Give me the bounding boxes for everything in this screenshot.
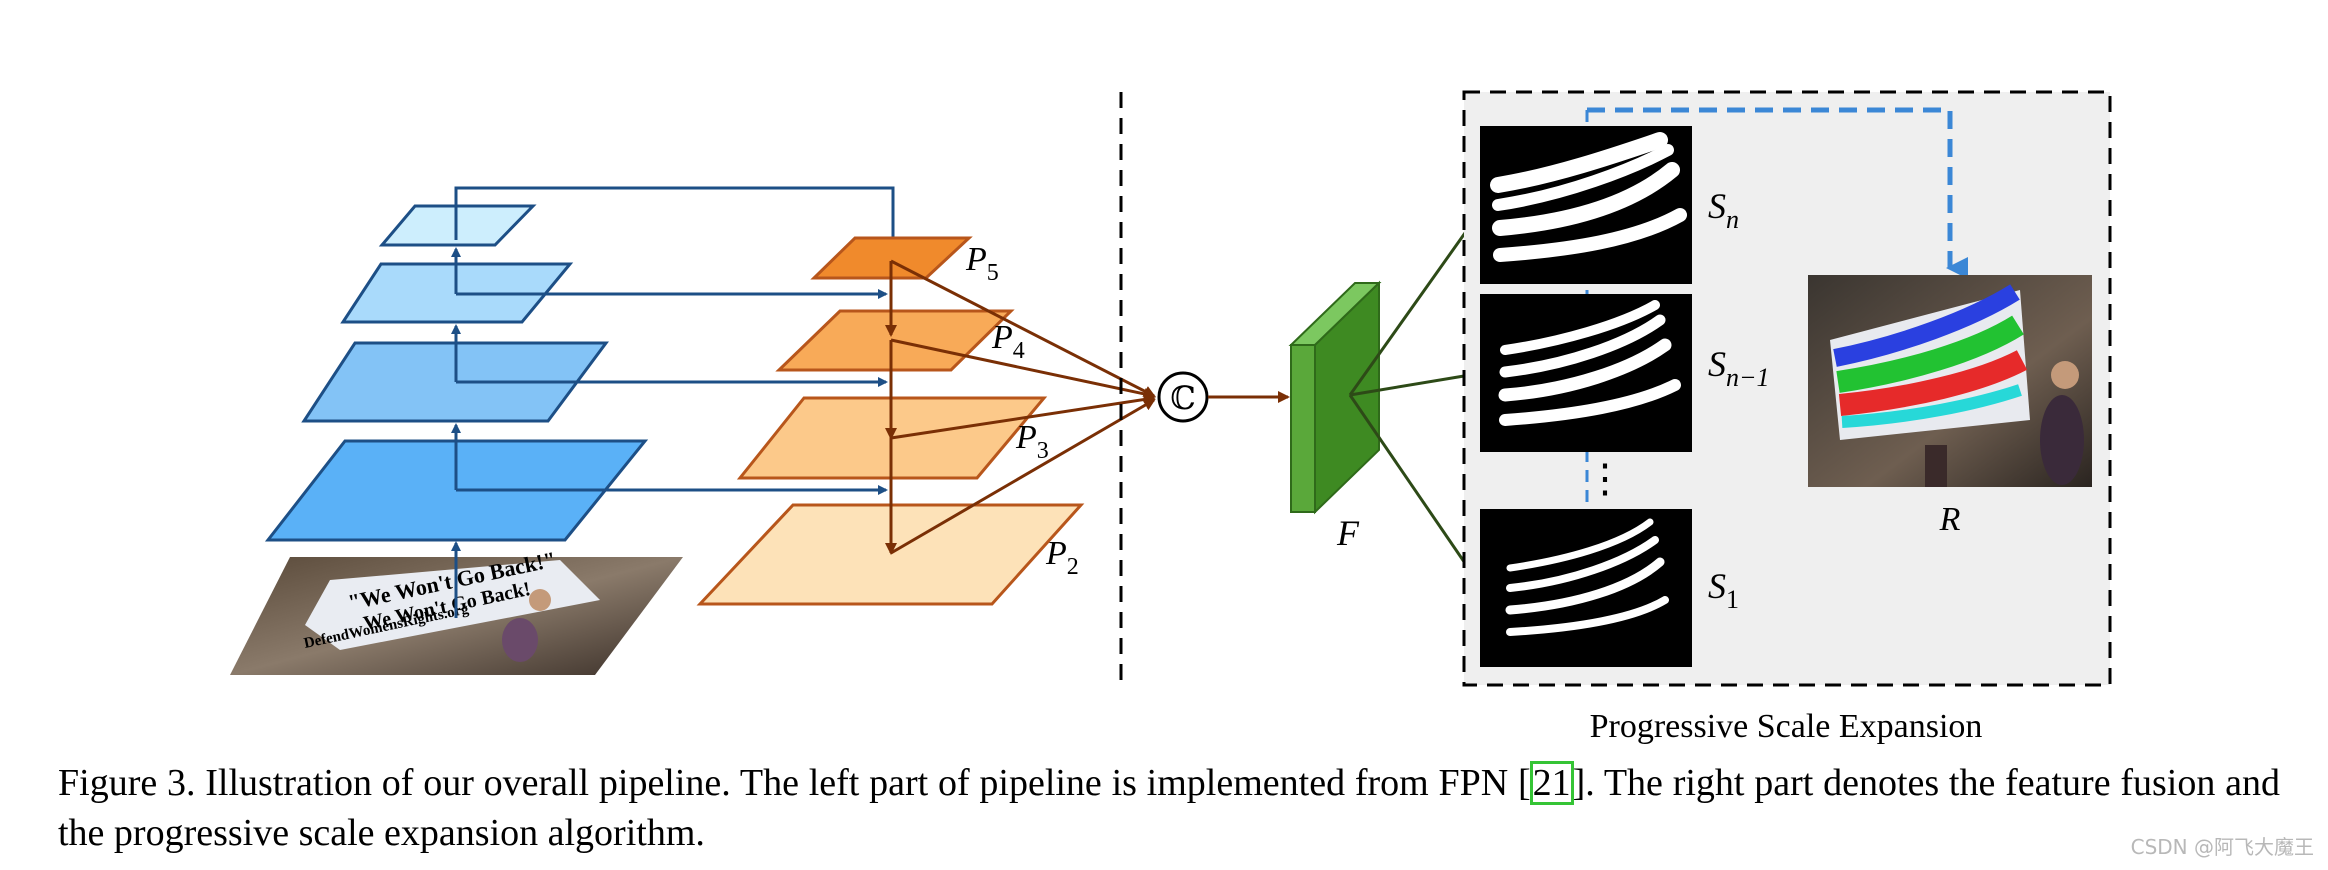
- p5-to-concat: [890, 259, 1156, 398]
- label-s1: S1: [1708, 566, 1739, 614]
- figure-caption: Figure 3. Illustration of our overall pi…: [58, 758, 2280, 858]
- pse-box-title: Progressive Scale Expansion: [1590, 708, 1983, 745]
- label-p5: P5: [965, 241, 999, 286]
- vertical-ellipsis: ⋮: [1585, 456, 1625, 501]
- label-p2: P2: [1045, 535, 1079, 580]
- pipeline-diagram: "We Won't Go Back!" We Won't Go Back! De…: [230, 90, 2112, 745]
- expansion-arrow: [1587, 107, 1968, 279]
- p3-to-concat: [890, 393, 1156, 440]
- lateral-top: [454, 186, 898, 255]
- feature-to-sn1-arrow: [1349, 368, 1484, 397]
- feature-to-s1-arrow: [1348, 394, 1484, 590]
- watermark: CSDN @阿飞大魔王: [2130, 835, 2314, 859]
- feature-pyramid: P5 P4 P3 P2: [696, 236, 1156, 606]
- fusion-section: ℂ F: [1157, 207, 1484, 590]
- input-image: "We Won't Go Back!" We Won't Go Back! De…: [230, 546, 683, 675]
- label-p4: P4: [991, 319, 1025, 364]
- p4-to-concat: [890, 338, 1156, 400]
- feature-to-sn-arrow: [1348, 207, 1484, 396]
- caption-prefix: Figure 3. Illustration of our overall pi…: [58, 762, 1531, 804]
- concat-symbol: ℂ: [1170, 380, 1195, 416]
- backbone-pyramid: "We Won't Go Back!" We Won't Go Back! De…: [230, 186, 898, 675]
- concat-node: [1157, 371, 1209, 423]
- fused-feature-label: F: [1336, 513, 1360, 553]
- segmentation-map-s1: [1480, 509, 1692, 667]
- citation-link[interactable]: 21: [1529, 761, 1574, 805]
- segmentation-map-sn-1: [1480, 294, 1692, 452]
- caption-suffix: ]. The right part denotes the feature fu…: [58, 762, 2280, 854]
- p2-to-concat: [890, 398, 1156, 555]
- result-image: [1808, 275, 2092, 487]
- segmentation-map-sn: [1480, 126, 1692, 284]
- pse-box: ⋮ Sn Sn−1 S1 R: [1462, 90, 2112, 687]
- label-sn: Sn: [1708, 186, 1739, 234]
- result-label: R: [1939, 501, 1961, 538]
- fused-feature-block: [1288, 280, 1382, 515]
- label-p3: P3: [1015, 419, 1049, 464]
- label-sn-1: Sn−1: [1708, 344, 1770, 392]
